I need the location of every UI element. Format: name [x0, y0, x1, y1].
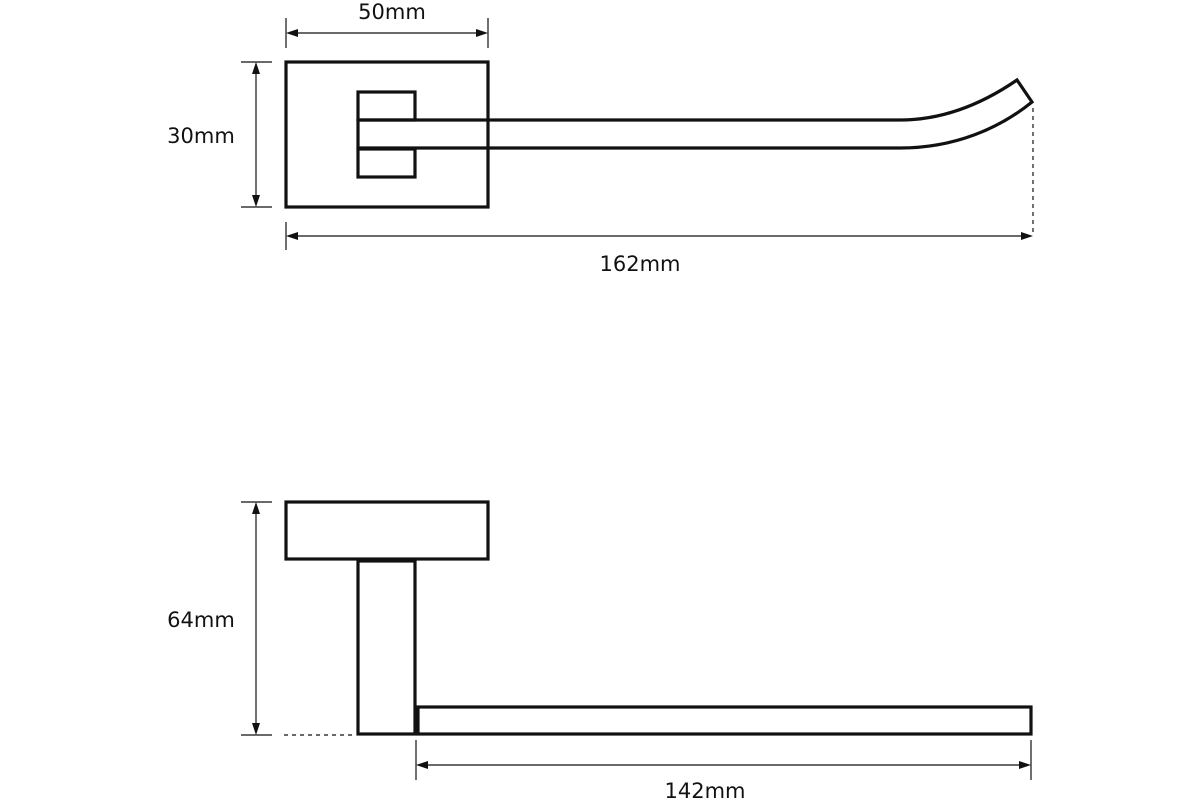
dim-142-arrow-left: [416, 761, 428, 769]
top-bracket-lower: [356, 147, 417, 179]
dim-64-arrow-bottom: [252, 723, 260, 735]
dim-64-label: 64mm: [167, 608, 235, 632]
side-wall-plate: [284, 500, 490, 561]
dim-162-label: 162mm: [600, 252, 681, 276]
dim-142-label: 142mm: [665, 779, 746, 800]
top-view: 50mm 30mm 162mm: [167, 0, 1035, 276]
dim-162-arrow-right: [1021, 232, 1033, 240]
dim-162-arrow-left: [286, 232, 298, 240]
side-view: 64mm 142mm: [167, 500, 1033, 800]
dim-50-arrow-right: [476, 29, 488, 37]
dim-50-arrow-left: [286, 29, 298, 37]
top-bracket-upper: [356, 90, 417, 122]
dim-50-label: 50mm: [358, 0, 426, 24]
dim-30-arrow-bottom: [252, 195, 260, 207]
side-arm: [416, 705, 1033, 736]
dim-30-label: 30mm: [167, 124, 235, 148]
top-wall-plate: [284, 60, 490, 209]
dim-64-arrow-top: [252, 502, 260, 514]
side-post: [356, 559, 417, 736]
dim-142-arrow-right: [1019, 761, 1031, 769]
dim-30-arrow-top: [252, 62, 260, 74]
top-arm: [356, 77, 1035, 150]
